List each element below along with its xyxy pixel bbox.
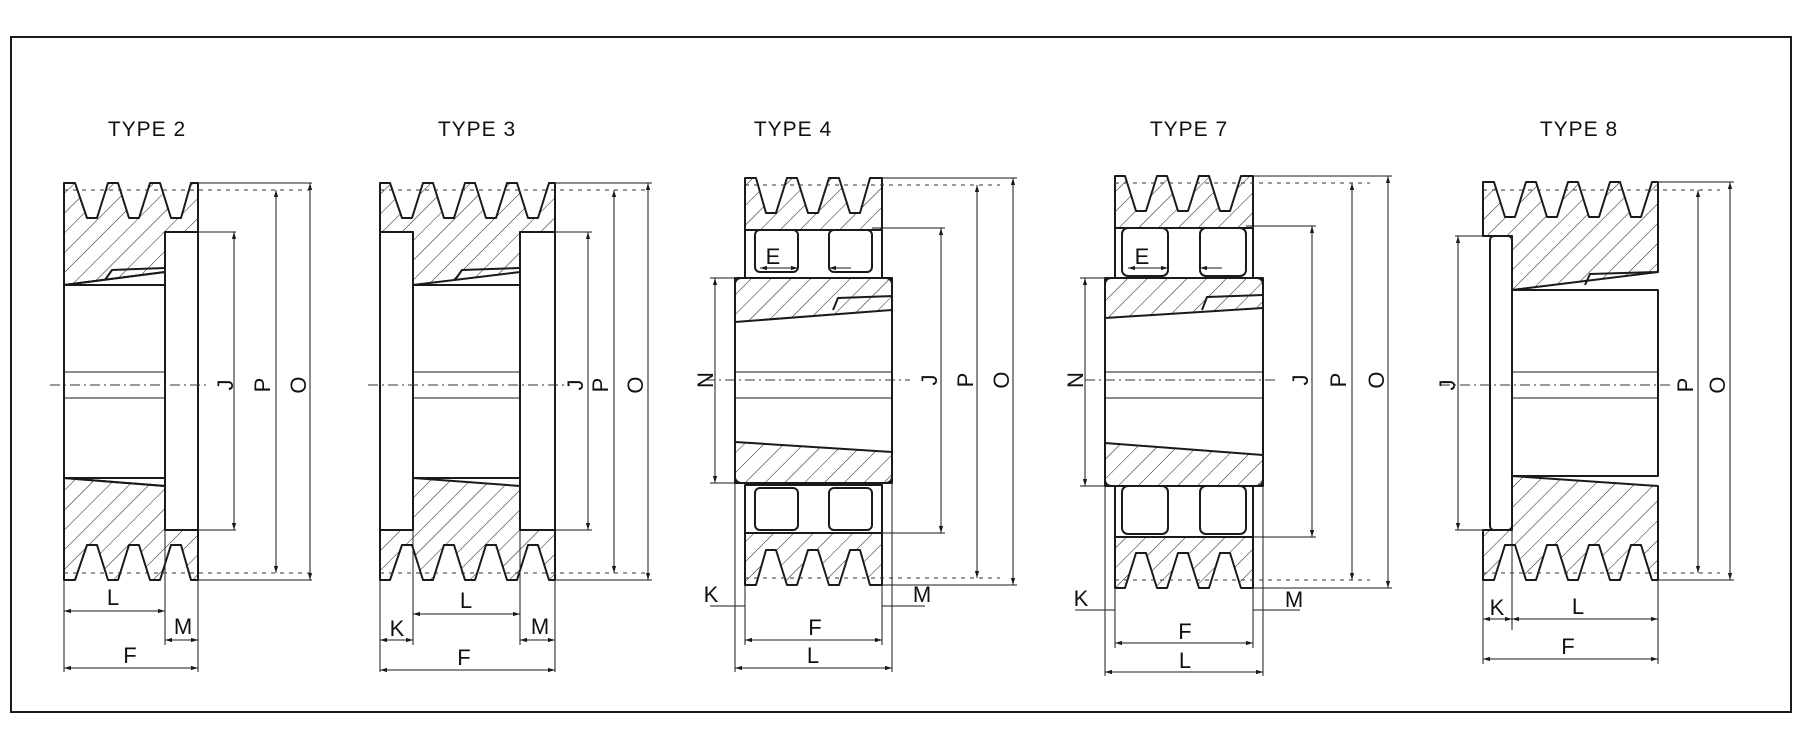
type-8-flange bbox=[1489, 235, 1513, 531]
type-4-label-p: P bbox=[953, 373, 978, 388]
type-3-label-o: O bbox=[623, 376, 648, 393]
type-8-view: TYPE 8 J P O K L F bbox=[1435, 118, 1734, 664]
type-7-view: TYPE 7 J P O N E bbox=[1063, 118, 1392, 676]
type-8-label-p: P bbox=[1673, 378, 1698, 393]
type-7-label-k: K bbox=[1074, 586, 1089, 611]
type-4-label-o: O bbox=[989, 371, 1014, 388]
drawing-frame bbox=[10, 36, 1792, 713]
type-7-hub-top bbox=[1104, 277, 1264, 319]
type-2-label-f: F bbox=[123, 643, 136, 668]
type-4-label-j: J bbox=[917, 375, 942, 386]
type-3-label-p: P bbox=[588, 378, 613, 393]
type-2-label-o: O bbox=[286, 376, 311, 393]
type-3-view: TYPE 3 J P O L K M F bbox=[368, 118, 652, 673]
type-7-title: TYPE 7 bbox=[1150, 118, 1228, 141]
type-2-view: TYPE 2 J P O L M F bbox=[50, 118, 313, 672]
type-4-label-l: L bbox=[807, 643, 819, 668]
type-8-groove-bottom bbox=[1482, 475, 1659, 581]
type-8-label-k: K bbox=[1490, 595, 1505, 620]
type-4-view: TYPE 4 J P O N bbox=[693, 118, 1017, 672]
type-2-bore bbox=[63, 284, 166, 479]
type-2-label-j: J bbox=[213, 380, 238, 391]
type-4-label-k: K bbox=[704, 582, 719, 607]
type-8-label-j: J bbox=[1435, 380, 1460, 391]
type-7-label-m: M bbox=[1285, 587, 1303, 612]
type-7-groove-top bbox=[1114, 175, 1254, 229]
type-4-groove-bottom bbox=[744, 532, 883, 586]
type-7-label-j: J bbox=[1288, 375, 1313, 386]
type-3-label-l: L bbox=[460, 588, 472, 613]
type-3-label-f: F bbox=[457, 645, 470, 670]
type-2-label-p: P bbox=[250, 378, 275, 393]
type-4-label-m: M bbox=[913, 582, 931, 607]
type-4-label-f: F bbox=[808, 615, 821, 640]
type-8-groove-top bbox=[1482, 181, 1659, 291]
type-7-label-e: E bbox=[1135, 244, 1150, 269]
type-7-groove-bottom bbox=[1114, 536, 1254, 589]
type-4-hub-bottom bbox=[734, 441, 893, 484]
type-7-label-o: O bbox=[1364, 371, 1389, 388]
type-7-label-l: L bbox=[1179, 648, 1191, 673]
type-3-label-m: M bbox=[531, 614, 549, 639]
type-4-label-e: E bbox=[766, 244, 781, 269]
type-4-hub-top bbox=[734, 277, 893, 323]
type-8-label-f: F bbox=[1561, 634, 1574, 659]
type-3-title: TYPE 3 bbox=[438, 118, 516, 141]
type-2-label-l: L bbox=[107, 585, 119, 610]
type-4-label-n: N bbox=[693, 372, 718, 388]
type-3-label-j: J bbox=[563, 380, 588, 391]
type-8-label-o: O bbox=[1705, 376, 1730, 393]
type-3-label-k: K bbox=[390, 616, 405, 641]
type-8-title: TYPE 8 bbox=[1540, 118, 1618, 141]
type-7-hub-bottom bbox=[1104, 442, 1264, 487]
type-2-title: TYPE 2 bbox=[108, 118, 186, 141]
type-4-title: TYPE 4 bbox=[754, 118, 832, 141]
type-4-groove-top bbox=[744, 177, 883, 231]
type-7-label-n: N bbox=[1063, 372, 1088, 388]
type-7-label-p: P bbox=[1326, 373, 1351, 388]
type-2-label-m: M bbox=[174, 614, 192, 639]
type-8-label-l: L bbox=[1572, 594, 1584, 619]
type-2-flange bbox=[164, 231, 199, 531]
type-7-label-f: F bbox=[1178, 619, 1191, 644]
